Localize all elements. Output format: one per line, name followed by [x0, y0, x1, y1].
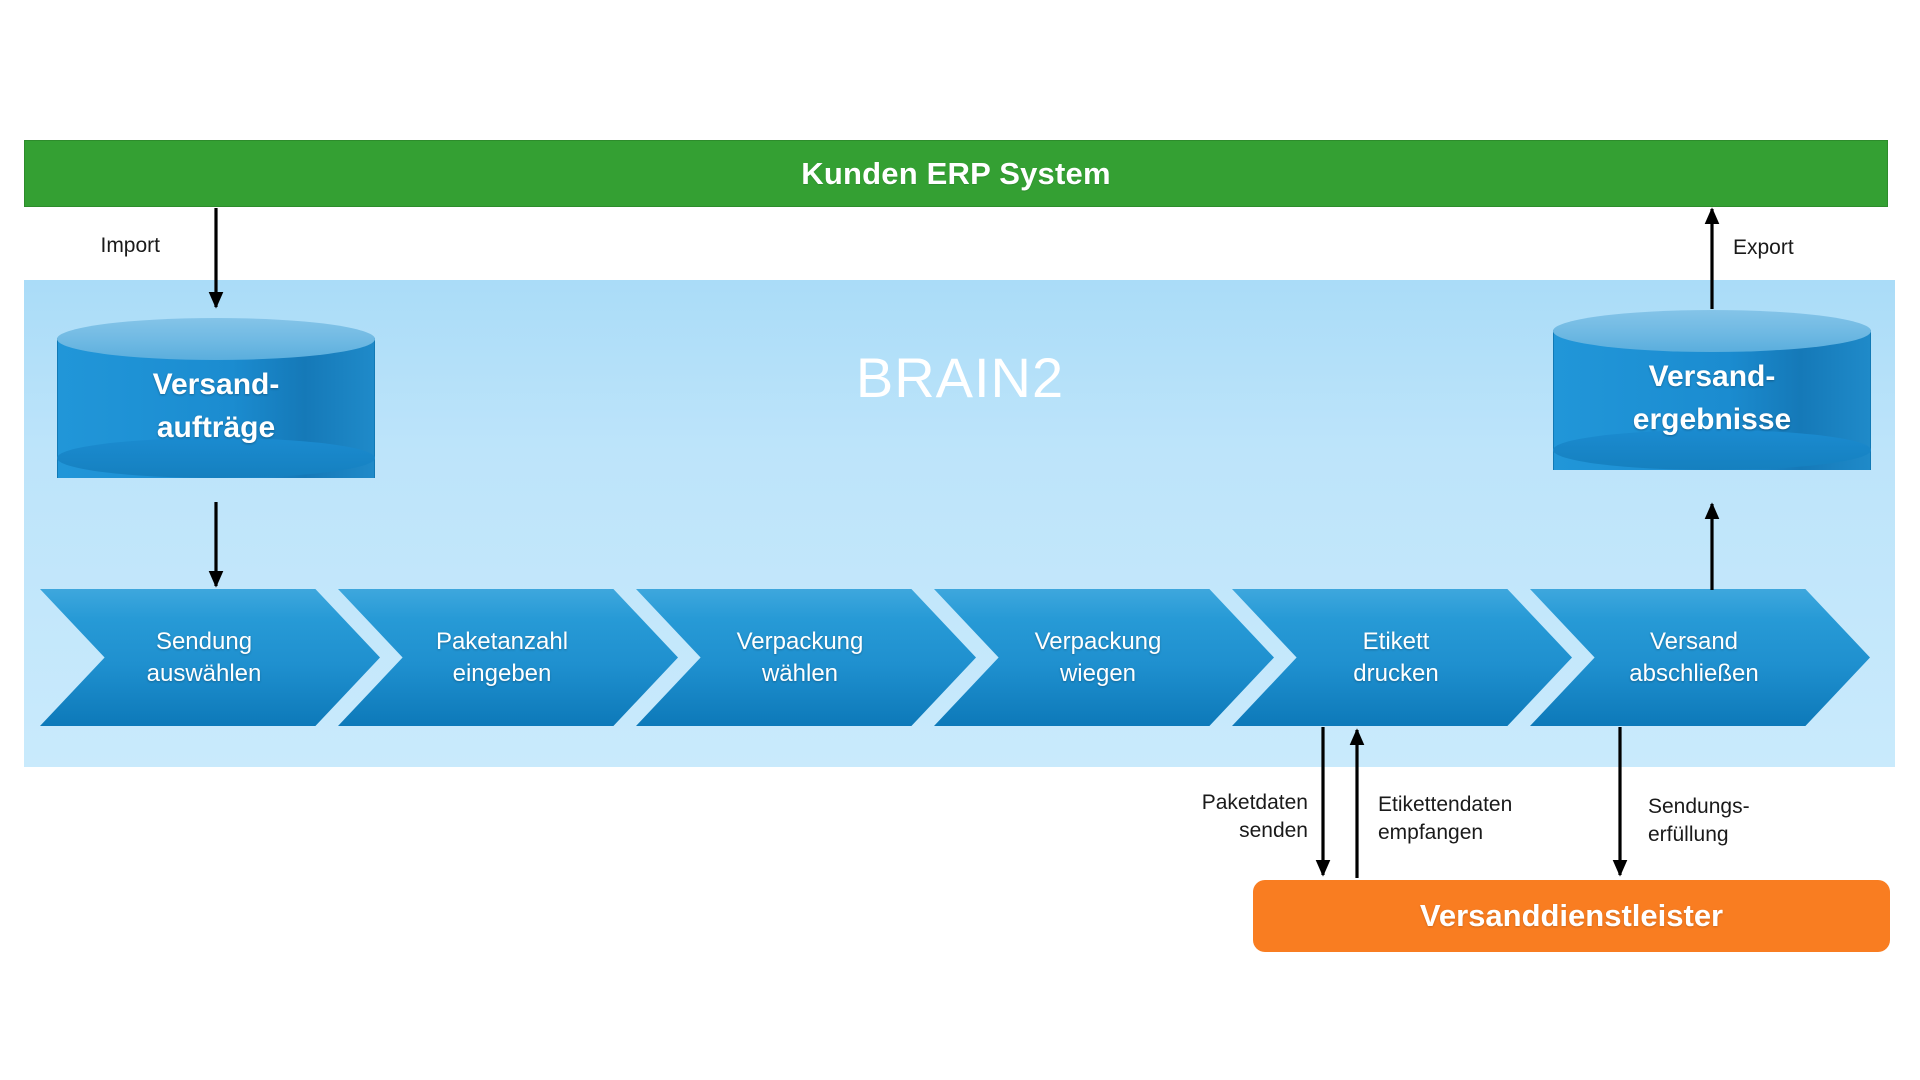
- database-versandauftraege-label: Versand- aufträge: [152, 368, 280, 444]
- process-step-4[interactable]: Verpackung wiegen: [934, 589, 1274, 726]
- database-versandauftraege[interactable]: Versand- aufträge: [57, 318, 375, 498]
- process-step-chain: Sendung auswählen Paketanzahl eingeben V…: [0, 589, 1920, 726]
- edge-label-etikettendaten-empfangen: Etikettendaten empfangen: [1378, 793, 1513, 844]
- erp-system-bar[interactable]: Kunden ERP System: [24, 140, 1888, 207]
- edge-label-import: Import: [100, 234, 160, 257]
- process-step-1-label: Sendung auswählen: [146, 627, 262, 687]
- edge-label-paketdaten-senden: Paketdaten senden: [1201, 791, 1308, 842]
- brain2-title: BRAIN2: [855, 346, 1065, 409]
- process-step-6[interactable]: Versand abschließen: [1530, 589, 1870, 726]
- process-step-6-label: Versand abschließen: [1629, 627, 1759, 687]
- database-versandergebnisse[interactable]: Versand- ergebnisse: [1553, 310, 1871, 490]
- process-step-1[interactable]: Sendung auswählen: [40, 589, 380, 726]
- process-step-5[interactable]: Etikett drucken: [1232, 589, 1572, 726]
- edge-label-export: Export: [1733, 236, 1794, 259]
- database-versandergebnisse-label: Versand- ergebnisse: [1632, 360, 1792, 436]
- process-step-2-label: Paketanzahl eingeben: [435, 627, 569, 687]
- cylinder-top-ellipse: [1553, 310, 1871, 352]
- process-step-4-label: Verpackung wiegen: [1034, 627, 1162, 687]
- process-step-2[interactable]: Paketanzahl eingeben: [338, 589, 678, 726]
- cylinder-bottom-ellipse: [57, 438, 375, 478]
- process-step-5-label: Etikett drucken: [1353, 627, 1439, 687]
- carrier-box-versanddienstleister[interactable]: Versanddienstleister: [1253, 880, 1890, 952]
- cylinder-top-ellipse: [57, 318, 375, 360]
- erp-system-label: Kunden ERP System: [801, 155, 1111, 191]
- carrier-label: Versanddienstleister: [1419, 898, 1724, 933]
- edge-label-sendungserfuellung: Sendungs- erfüllung: [1648, 795, 1750, 846]
- process-step-3[interactable]: Verpackung wählen: [636, 589, 976, 726]
- process-step-3-label: Verpackung wählen: [736, 627, 864, 687]
- cylinder-bottom-ellipse: [1553, 430, 1871, 470]
